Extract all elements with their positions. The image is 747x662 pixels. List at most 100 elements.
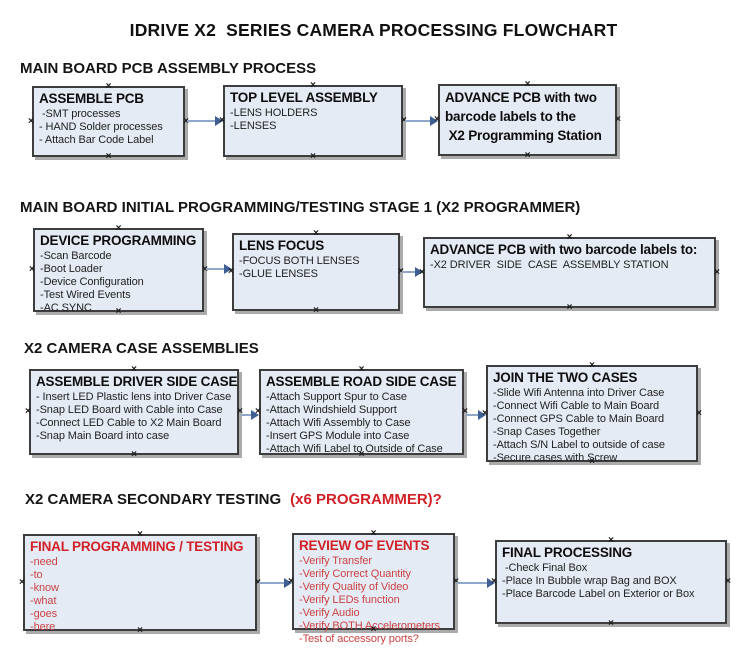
box-item-list: -X2 DRIVER SIDE CASE ASSEMBLY STATION bbox=[430, 259, 710, 272]
box-item-list: -Attach Support Spur to Case-Attach Wind… bbox=[266, 391, 458, 456]
anchor-x-icon: × bbox=[725, 576, 731, 587]
box-title: ADVANCE PCB with two barcode labels to t… bbox=[445, 90, 602, 143]
box-item: -Verify BOTH Accelerometers bbox=[299, 620, 440, 632]
box-final-processing: × × × × FINAL PROCESSING -Check Final Bo… bbox=[491, 536, 731, 629]
box-item: -Test of accessory ports? bbox=[299, 633, 419, 645]
box-lens-focus: × × × × LENS FOCUS -FOCUS BOTH LENSES-GL… bbox=[228, 229, 404, 316]
section-heading-case-assemblies: X2 CAMERA CASE ASSEMBLIES bbox=[24, 340, 259, 357]
box-device-programming: × × × × DEVICE PROGRAMMING -Scan Barcode… bbox=[29, 224, 208, 317]
anchor-x-icon: × bbox=[19, 576, 25, 588]
arrow-head-icon bbox=[251, 410, 259, 420]
box-item-list: -SMT processes- HAND Solder processes- A… bbox=[39, 108, 179, 147]
box-review-of-events: × × × × REVIEW OF EVENTS -Verify Transfe… bbox=[288, 529, 459, 646]
box-item: -Snap LED Board with Cable into Case bbox=[36, 404, 223, 416]
arrow-head-icon bbox=[215, 116, 223, 126]
arrow-head-icon bbox=[284, 578, 292, 588]
box-item-list: -Slide Wifi Antenna into Driver Case -Con… bbox=[493, 387, 692, 465]
box-item: -GLUE LENSES bbox=[239, 268, 318, 280]
section-heading-secondary-testing: X2 CAMERA SECONDARY TESTING (x6 PROGRAMME… bbox=[25, 491, 442, 508]
box-item: -Boot Loader bbox=[40, 263, 103, 275]
anchor-x-icon: × bbox=[524, 150, 531, 161]
box-item: - Insert LED Plastic lens into Driver Ca… bbox=[36, 391, 232, 403]
arrow-head-icon bbox=[478, 410, 486, 420]
box-title: ASSEMBLE ROAD SIDE CASE bbox=[266, 374, 457, 389]
arrow-line bbox=[402, 271, 416, 273]
box-item-list: - Insert LED Plastic lens into Driver Ca… bbox=[36, 391, 233, 443]
anchor-x-icon: × bbox=[131, 449, 137, 460]
box-item-list: -FOCUS BOTH LENSES-GLUE LENSES bbox=[239, 255, 394, 281]
anchor-x-icon: × bbox=[202, 265, 208, 275]
box-title: FINAL PROCESSING bbox=[502, 545, 633, 560]
box-title: ASSEMBLE DRIVER SIDE CASE bbox=[36, 374, 238, 389]
box-item: -Attach Windshield Support bbox=[266, 404, 397, 416]
section-heading-text: MAIN BOARD INITIAL PROGRAMMING/TESTING S… bbox=[20, 199, 581, 216]
box-item: -Verify Correct Quantity bbox=[299, 568, 411, 580]
arrow-line bbox=[457, 582, 488, 584]
box-item: -Attach Support Spur to Case bbox=[266, 391, 407, 403]
arrow-head-icon bbox=[430, 116, 438, 126]
box-title: TOP LEVEL ASSEMBLY bbox=[230, 90, 378, 105]
box-item: -Check Final Box bbox=[502, 562, 588, 574]
box-item-list: -Scan Barcode-Boot Loader-Device Configu… bbox=[40, 250, 198, 315]
box-item: -know bbox=[30, 582, 59, 594]
anchor-x-icon: × bbox=[29, 264, 35, 275]
box-title: FINAL PROGRAMMING / TESTING bbox=[30, 539, 244, 554]
box-item: -Scan Barcode bbox=[40, 250, 112, 262]
anchor-x-icon: × bbox=[608, 618, 614, 629]
box-title: REVIEW OF EVENTS bbox=[299, 538, 430, 553]
arrow-line bbox=[187, 120, 216, 122]
box-item: -need bbox=[30, 556, 58, 568]
box-item: -Secure cases with Screw bbox=[493, 452, 618, 464]
anchor-x-icon: × bbox=[714, 266, 720, 278]
box-top-level-assembly: × × × × TOP LEVEL ASSEMBLY -LENS HOLDERS… bbox=[219, 81, 407, 162]
box-item: -what bbox=[30, 595, 57, 607]
arrow-line bbox=[206, 268, 225, 270]
box-item-list: -LENS HOLDERS-LENSES bbox=[230, 107, 397, 133]
section-heading-text: X2 CAMERA SECONDARY TESTING bbox=[25, 491, 282, 508]
box-item: -Verify Quality of Video bbox=[299, 581, 409, 593]
box-item: -Attach Wifi Assembly to Case bbox=[266, 417, 411, 429]
box-advance-pcb-programming-station: × × × × ADVANCE PCB with two barcode lab… bbox=[434, 80, 621, 161]
section-heading-text: MAIN BOARD PCB ASSEMBLY PROCESS bbox=[20, 60, 317, 77]
section-heading-initial-programming: MAIN BOARD INITIAL PROGRAMMING/TESTING S… bbox=[20, 199, 580, 216]
box-item: -Snap Cases Together bbox=[493, 426, 601, 438]
box-item: -Verify LEDs function bbox=[299, 594, 400, 606]
box-item: -here bbox=[30, 621, 56, 633]
box-item: -Place Barcode Label on Exterior or Box bbox=[502, 588, 695, 600]
box-item: -Attach S/N Label to outside of case bbox=[493, 439, 665, 451]
box-item-list: -Check Final Box-Place In Bubble wrap Ba… bbox=[502, 562, 721, 601]
anchor-x-icon: × bbox=[566, 302, 573, 313]
box-title: LENS FOCUS bbox=[239, 238, 325, 253]
box-assemble-road-side-case: × × × × ASSEMBLE ROAD SIDE CASE -Attach … bbox=[255, 365, 468, 460]
box-item: -Place In Bubble wrap Bag and BOX bbox=[502, 575, 677, 587]
box-title: ADVANCE PCB with two barcode labels to: bbox=[430, 242, 698, 257]
box-item-list: -need-to-know-what-goes-here bbox=[30, 556, 251, 634]
box-item: - HAND Solder processes bbox=[39, 121, 163, 133]
anchor-x-icon: × bbox=[310, 151, 316, 162]
section-heading-red-text: (x6 PROGRAMMER)? bbox=[290, 491, 442, 508]
anchor-x-icon: × bbox=[105, 151, 112, 162]
box-item: -Connect GPS Cable to Main Board bbox=[493, 413, 665, 425]
box-item: -Test Wired Events bbox=[40, 289, 131, 301]
box-item: -AC SYNC bbox=[40, 302, 92, 314]
anchor-x-icon: × bbox=[25, 406, 31, 417]
box-advance-pcb-driver-side: × × × × ADVANCE PCB with two barcode lab… bbox=[419, 233, 720, 313]
box-title: ASSEMBLE PCB bbox=[39, 91, 144, 106]
box-title: DEVICE PROGRAMMING bbox=[40, 233, 197, 248]
box-item: -SMT processes bbox=[39, 108, 121, 120]
box-join-the-two-cases: × × × × JOIN THE TWO CASES -Slide Wifi A… bbox=[482, 361, 702, 467]
box-item: -Verify Transfer bbox=[299, 555, 372, 567]
box-item: -Slide Wifi Antenna into Driver Case bbox=[493, 387, 665, 399]
box-assemble-driver-side-case: × × × × ASSEMBLE DRIVER SIDE CASE - Inse… bbox=[25, 365, 243, 460]
box-item: -Insert GPS Module into Case bbox=[266, 430, 410, 442]
arrow-line bbox=[405, 120, 431, 122]
box-item: -Verify Audio bbox=[299, 607, 360, 619]
box-item-list: -Verify Transfer-Verify Correct Quantity… bbox=[299, 555, 449, 646]
box-item: -Device Configuration bbox=[40, 276, 144, 288]
anchor-x-icon: × bbox=[28, 115, 34, 127]
arrow-line bbox=[466, 414, 479, 416]
box-item: -LENS HOLDERS bbox=[230, 107, 318, 119]
arrow-line bbox=[259, 582, 285, 584]
box-item: -Attach Wifi Label to Outside of Case bbox=[266, 443, 443, 455]
